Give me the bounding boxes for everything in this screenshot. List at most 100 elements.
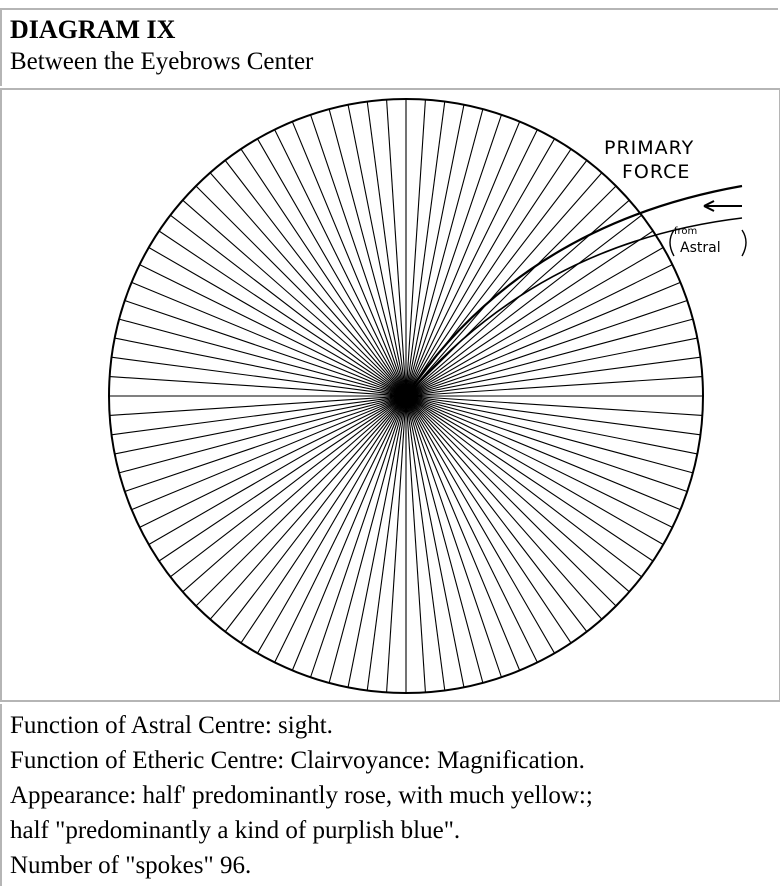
description-cell: Function of Astral Centre: sight. Functi… [0,704,780,886]
spoke [405,148,572,397]
spoke [405,138,555,397]
spoke [405,376,703,397]
spoke [405,185,617,397]
label-astral: Astral [680,240,721,256]
spoke [405,395,701,436]
spoke [328,108,407,397]
spoke [240,395,407,644]
spoke [257,395,407,654]
spoke [405,99,426,397]
description-line-etheric: Function of Etheric Centre: Clairvoyance… [10,747,585,774]
spoke [405,172,603,397]
description-line-appearance-1: Appearance: half' predominantly rose, wi… [10,782,593,809]
spoke [405,395,555,654]
spoke [291,121,407,397]
spoke [195,395,407,607]
spoke [114,395,407,455]
spoke [405,101,446,397]
spoke [274,129,407,397]
spoke [224,395,407,632]
description-line-spokes: Number of "spokes" 96. [10,852,252,879]
label-force: FORCE [622,161,690,183]
spoke [405,395,654,562]
spokes-group [109,99,703,693]
spoke [182,395,407,593]
spoke [405,121,521,397]
spoke [405,318,694,397]
spoke [170,395,407,578]
spoke [158,230,407,397]
label-from: from [674,226,697,237]
spoke [386,395,407,693]
spoke [405,395,642,578]
chakra-diagram: PRIMARY FORCE from Astral [108,98,747,694]
spoke [109,395,407,416]
primary-force-curve-lower [411,217,743,391]
spoke [170,214,407,397]
spoke [310,395,407,678]
spoke [405,129,538,397]
spoke [366,101,407,397]
spoke [118,318,407,397]
spoke [405,247,664,397]
spoke [405,395,484,684]
spoke [386,99,407,397]
spoke [124,395,407,492]
spoke [139,395,407,528]
spoke [274,395,407,663]
spoke [257,138,407,397]
spoke [182,199,407,397]
spoke [405,114,502,397]
spoke [405,395,681,511]
spoke [310,114,407,397]
spoke [118,395,407,474]
spoke [131,281,407,397]
spoke [195,185,407,397]
spoke [405,395,446,691]
spoke [405,300,688,397]
description-line-astral: Function of Astral Centre: sight. [10,712,333,739]
spoke [131,395,407,511]
spoke [148,395,407,545]
primary-force-curve-upper [405,184,743,397]
diagram-title: DIAGRAM IX [10,15,176,44]
bracket-right [741,229,747,257]
spoke [347,395,407,688]
spoke [111,356,407,397]
spoke [405,395,521,671]
spoke [209,395,407,620]
spoke [405,264,673,397]
spoke [405,104,465,397]
spoke [405,395,664,545]
spoke [124,300,407,397]
spoke [405,281,681,397]
spoke [405,395,465,688]
bracket-left [669,229,675,257]
spoke [405,356,701,397]
spoke [240,148,407,397]
spoke [111,395,407,436]
spoke [405,395,688,492]
title-cell: DIAGRAM IX Between the Eyebrows Center [0,8,778,86]
spoke [405,395,703,416]
spoke [405,395,617,607]
spoke [148,247,407,397]
description-line-appearance-2: half "predominantly a kind of purplish b… [10,817,461,844]
spoke [405,395,538,663]
spoke [114,337,407,397]
spoke [405,395,698,455]
spoke [405,395,588,632]
spoke [405,395,603,620]
spoke [328,395,407,684]
spoke [109,376,407,397]
diagram-subtitle: Between the Eyebrows Center [10,48,314,75]
spoke [405,214,642,397]
arrow-icon [703,200,742,212]
spoke [158,395,407,562]
spoke [405,395,694,474]
spoke [209,172,407,397]
spoke [405,395,426,693]
spoke [224,160,407,397]
spoke [405,395,572,644]
